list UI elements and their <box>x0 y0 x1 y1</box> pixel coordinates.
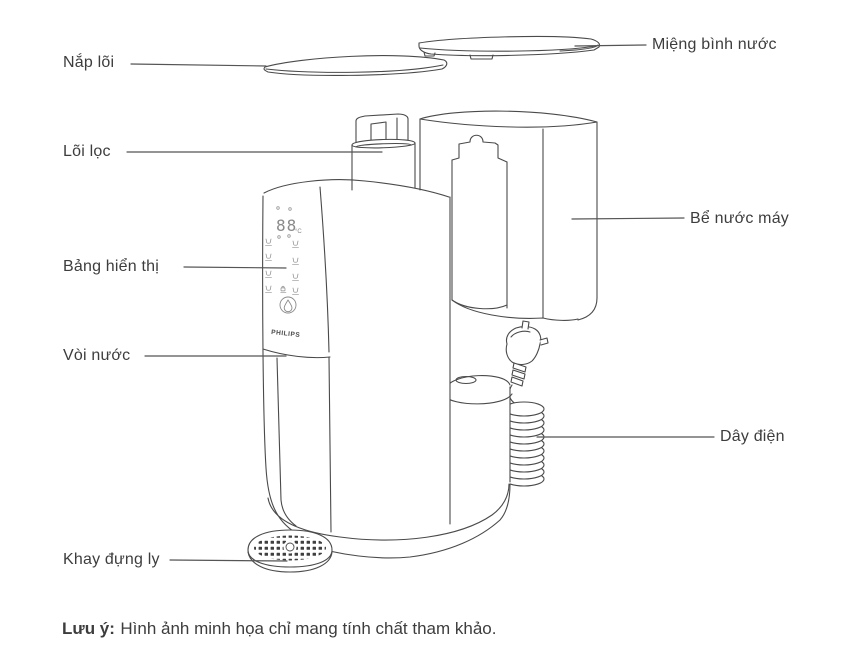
coiled-cord-drawing <box>503 401 545 487</box>
label-nap-loi: Nắp lõi <box>63 54 115 71</box>
leader-be-nuoc-may <box>571 217 685 220</box>
leader-bang-hien-thi <box>183 266 287 269</box>
leader-mieng-binh-nuoc <box>574 44 647 47</box>
label-be-nuoc-may: Bể nước máy <box>690 210 789 227</box>
temp-display-text: 88 <box>276 216 297 235</box>
brand-logo-text: PHILIPS <box>271 329 301 339</box>
leader-nap-loi <box>130 63 267 67</box>
drip-tray-drawing <box>247 529 333 573</box>
water-drop-icon <box>283 299 293 313</box>
tank-lid-drawing <box>418 35 601 60</box>
power-plug-drawing <box>505 320 549 410</box>
label-voi-nuoc: Vòi nước <box>63 347 131 364</box>
water-tank-drawing <box>419 110 598 323</box>
leader-khay-dung-ly <box>169 559 288 562</box>
main-body-drawing <box>262 179 511 559</box>
label-loi-loc: Lõi lọc <box>63 143 111 160</box>
footnote-prefix: Lưu ý: <box>62 619 115 638</box>
temp-unit-text: °C <box>295 229 302 235</box>
leader-lines <box>126 44 715 562</box>
label-bang-hien-thi: Bảng hiển thị <box>63 258 160 275</box>
display-panel-drawing: 88 °C PHILIPS <box>264 206 302 339</box>
label-khay-dung-ly: Khay đựng ly <box>63 551 160 568</box>
dispense-button-ring <box>279 296 297 314</box>
core-cap-lid-drawing <box>263 55 448 76</box>
label-mieng-binh-nuoc: Miệng bình nước <box>652 36 777 53</box>
filter-cartridge-drawing <box>351 113 416 191</box>
footnote-text: Hình ảnh minh họa chỉ mang tính chất tha… <box>120 619 497 638</box>
footnote: Lưu ý: Hình ảnh minh họa chỉ mang tính ch… <box>62 619 496 639</box>
rear-base-drawing <box>442 375 513 504</box>
label-day-dien: Dây điện <box>720 428 785 445</box>
